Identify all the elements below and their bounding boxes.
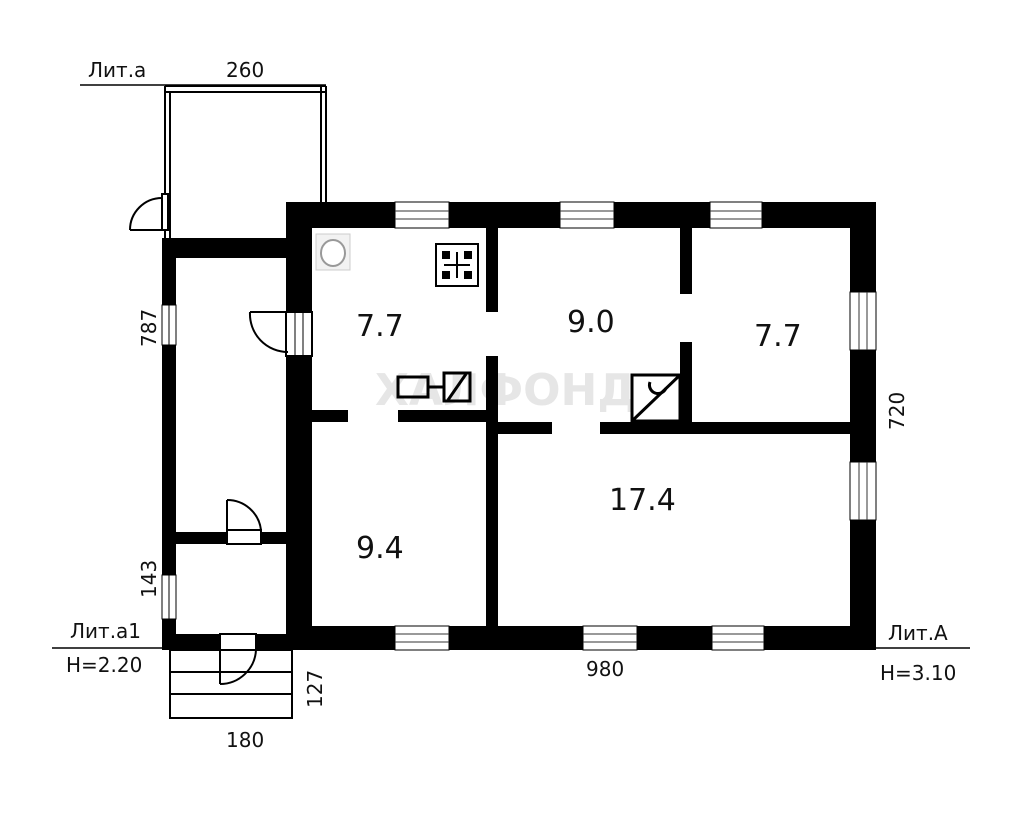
room-area-big: 17.4 bbox=[609, 483, 676, 518]
annex-window-upper bbox=[161, 304, 177, 346]
veranda-door bbox=[129, 193, 169, 231]
room-area-center: 9.0 bbox=[567, 305, 615, 340]
stove-icon bbox=[435, 243, 479, 287]
window-bottom-3 bbox=[711, 625, 765, 651]
main-depth-dimension: 720 bbox=[885, 392, 909, 430]
main-outer-walls bbox=[286, 202, 876, 650]
lit-a1-label: Лит.а1 bbox=[70, 619, 141, 643]
window-top-2 bbox=[559, 201, 615, 229]
window-right-2 bbox=[849, 461, 877, 521]
annex-walls bbox=[162, 238, 292, 650]
sink-icon bbox=[315, 233, 351, 271]
window-right-1 bbox=[849, 291, 877, 351]
window-bottom-1 bbox=[394, 625, 450, 651]
entrance-stairs bbox=[169, 649, 293, 719]
main-length-dimension: 980 bbox=[586, 657, 624, 681]
main-entrance-door bbox=[248, 311, 313, 357]
stove-heater-icon bbox=[630, 373, 682, 423]
window-bottom-2 bbox=[582, 625, 638, 651]
room-area-bottom-left: 9.4 bbox=[356, 531, 404, 566]
lit-A-height: Н=3.10 bbox=[880, 661, 956, 685]
left-lower-dimension: 143 bbox=[137, 560, 161, 598]
annex-window-lower bbox=[161, 574, 177, 620]
watermark: ХАЛФОНД bbox=[375, 365, 637, 416]
room-area-right: 7.7 bbox=[754, 319, 802, 354]
stairs-depth-dimension: 127 bbox=[303, 670, 327, 708]
lit-a-label: Лит.а bbox=[88, 58, 146, 82]
boiler-icon bbox=[396, 371, 472, 403]
window-top-3 bbox=[709, 201, 763, 229]
room-area-kitchen: 7.7 bbox=[356, 309, 404, 344]
veranda-walls bbox=[164, 85, 327, 238]
annex-inner-door bbox=[226, 498, 262, 545]
annex-front-door bbox=[219, 633, 257, 686]
lit-a1-height: Н=2.20 bbox=[66, 653, 142, 677]
stairs-width-dimension: 180 bbox=[226, 728, 264, 752]
left-upper-dimension: 787 bbox=[137, 309, 161, 347]
veranda-width-dimension: 260 bbox=[226, 58, 264, 82]
window-top-1 bbox=[394, 201, 450, 229]
main-inner-walls bbox=[312, 228, 850, 626]
lit-A-label: Лит.А bbox=[888, 621, 948, 645]
